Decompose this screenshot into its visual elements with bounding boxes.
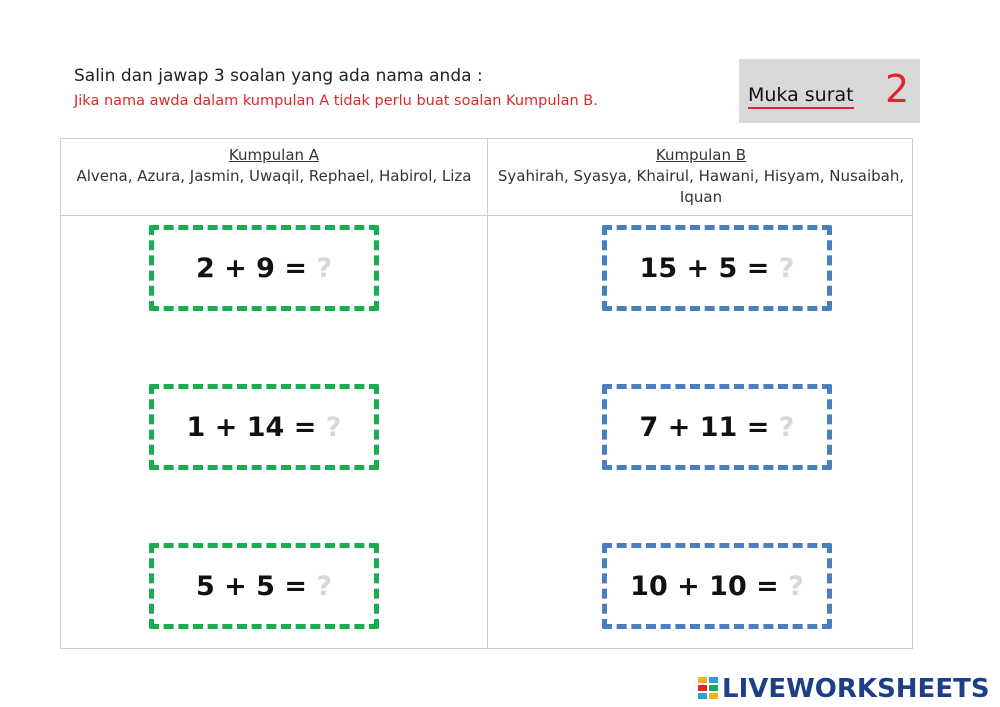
group-b-title: Kumpulan B	[655, 146, 747, 164]
question-b2-text: 7 + 11 =	[639, 412, 770, 443]
answer-input-b2[interactable]: ?	[778, 412, 795, 443]
group-a-names: Alvena, Azura, Jasmin, Uwaqil, Rephael, …	[76, 167, 472, 185]
groups-table: Kumpulan A Alvena, Azura, Jasmin, Uwaqil…	[60, 138, 913, 649]
question-box-b1: 15 + 5 = ?	[602, 225, 832, 311]
question-box-a2: 1 + 14 = ?	[149, 384, 379, 470]
answer-input-a2[interactable]: ?	[325, 412, 342, 443]
page-number-box: Muka surat 2	[739, 59, 920, 123]
question-box-a1: 2 + 9 = ?	[149, 225, 379, 311]
question-a1-text: 2 + 9 =	[195, 253, 307, 284]
instruction-line-1: Salin dan jawap 3 soalan yang ada nama a…	[74, 66, 483, 86]
answer-input-a3[interactable]: ?	[316, 571, 333, 602]
question-box-b2: 7 + 11 = ?	[602, 384, 832, 470]
answer-input-b1[interactable]: ?	[778, 253, 795, 284]
page-label: Muka surat	[748, 84, 854, 109]
question-box-a3: 5 + 5 = ?	[149, 543, 379, 629]
question-a2-text: 1 + 14 =	[186, 412, 317, 443]
group-b-header: Kumpulan B Syahirah, Syasya, Khairul, Ha…	[488, 145, 914, 208]
group-a-title: Kumpulan A	[228, 146, 320, 164]
liveworksheets-logo-icon	[698, 677, 718, 699]
question-b1-text: 15 + 5 =	[639, 253, 770, 284]
logo-text: LIVEWORKSHEETS	[722, 674, 990, 704]
answer-input-b3[interactable]: ?	[788, 571, 804, 602]
group-a-header: Kumpulan A Alvena, Azura, Jasmin, Uwaqil…	[61, 145, 487, 187]
question-box-b3: 10 + 10 = ?	[602, 543, 832, 629]
column-divider	[487, 139, 488, 648]
group-b-names: Syahirah, Syasya, Khairul, Hawani, Hisya…	[497, 167, 905, 206]
answer-input-a1[interactable]: ?	[316, 253, 333, 284]
question-b3-text: 10 + 10 =	[630, 571, 779, 602]
question-a3-text: 5 + 5 =	[195, 571, 307, 602]
instruction-line-2: Jika nama awda dalam kumpulan A tidak pe…	[74, 93, 598, 109]
row-divider	[61, 215, 912, 216]
liveworksheets-logo: LIVEWORKSHEETS	[698, 674, 990, 704]
page-number: 2	[885, 67, 910, 111]
